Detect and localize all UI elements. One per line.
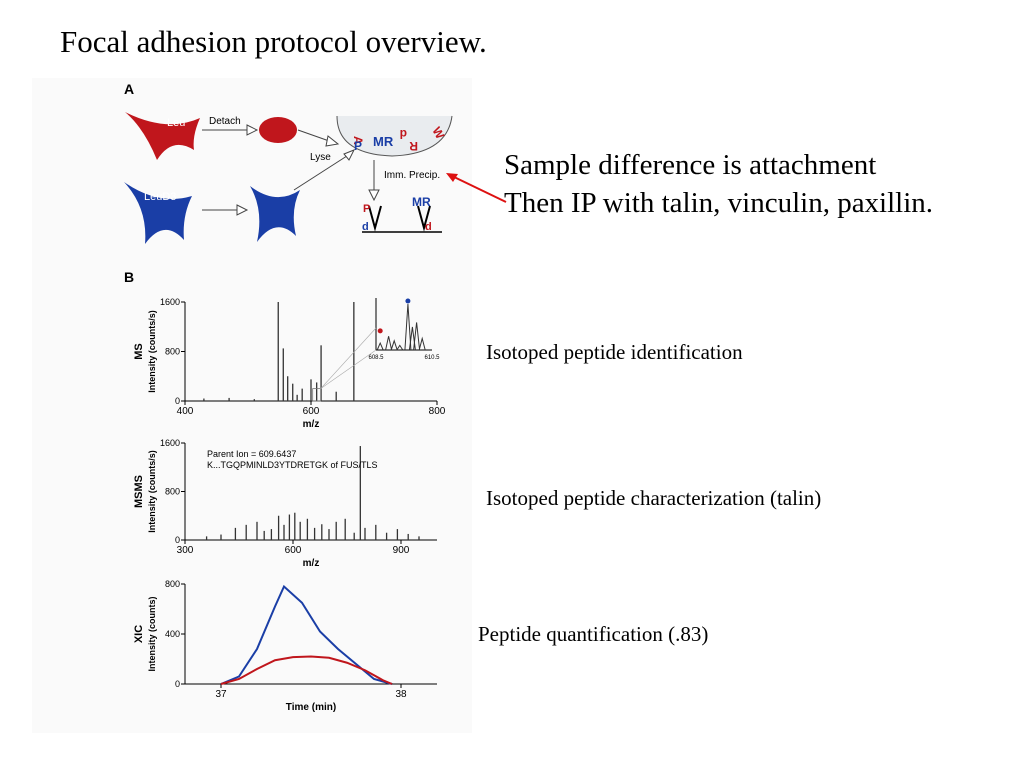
callout-arrow-line — [451, 175, 507, 203]
note-ip: Then IP with talin, vinculin, paxillin. — [504, 187, 934, 219]
xic-y-tick-label: 0 — [175, 679, 180, 689]
precip-label: Imm. Precip. — [384, 170, 440, 181]
protein-glyph-r: R — [409, 139, 418, 153]
xic-series-line-1 — [220, 584, 393, 685]
ms-x-tick-label: 400 — [177, 406, 194, 417]
xic-y-group-label: XIC — [133, 625, 145, 643]
panel-b-letter: B — [124, 269, 134, 285]
figure-panel: A Leu Detach A P MR d R W Lyse LeuD3 — [32, 78, 472, 733]
captured-protein-right-blue: MR — [412, 195, 431, 209]
ms-inset-marker — [377, 328, 383, 334]
ms-y-tick-label: 800 — [165, 347, 180, 357]
ms-y-tick-label: 0 — [175, 396, 180, 406]
ms-inset-peak — [376, 341, 384, 351]
ms-y-group-label: MS — [133, 343, 145, 360]
ms-x-tick-label: 800 — [429, 406, 446, 417]
captured-protein-left-red: P — [363, 203, 370, 215]
ms-inset-connector — [320, 349, 377, 389]
ms-y-tick-label: 1600 — [160, 297, 180, 307]
antibody-left — [368, 205, 382, 232]
protein-glyph-p: P — [354, 139, 362, 153]
leud3-cell-shape — [124, 182, 192, 244]
slide-title: Focal adhesion protocol overview. — [60, 24, 487, 59]
ms-inset-peak — [404, 303, 412, 351]
xic-x-tick-label: 37 — [215, 689, 227, 700]
lyse-label: Lyse — [310, 152, 331, 163]
ms-inset-peak — [396, 344, 404, 351]
ms-inset-source-box — [312, 388, 322, 402]
figure-svg: A Leu Detach A P MR d R W Lyse LeuD3 — [124, 81, 453, 713]
ms-inset-peak — [418, 336, 426, 351]
ms-inset-x-tick-label: 610.5 — [424, 355, 440, 361]
msms-x-tick-label: 600 — [285, 545, 302, 556]
ms-inset-peak — [413, 322, 421, 351]
xic-y-axis-label: Intensity (counts) — [147, 596, 157, 671]
msms-chart: 0 800 1600 300 600 900 m/z Intensity (counts/s)… — [133, 438, 437, 569]
callout-arrow — [446, 173, 507, 203]
msms-y-tick-label: 0 — [175, 535, 180, 545]
callout-arrowhead — [446, 173, 458, 182]
panel-a-letter: A — [124, 81, 134, 97]
leu-cell-label: Leu — [167, 117, 185, 129]
note-msms: Isotoped peptide characterization (talin… — [486, 486, 822, 510]
ms-inset-peak — [390, 339, 398, 351]
lyse-arrowhead-top — [325, 135, 340, 147]
precip-arrowhead — [368, 189, 380, 202]
msms-y-axis-label: Intensity (counts/s) — [147, 450, 157, 533]
note-attachment: Sample difference is attachment — [504, 149, 877, 181]
protein-glyph-mr: MR — [373, 134, 394, 149]
msms-x-tick-label: 900 — [393, 545, 410, 556]
msms-x-tick-label: 300 — [177, 545, 194, 556]
detach-arrowhead — [246, 124, 259, 136]
msms-y-tick-label: 800 — [165, 487, 180, 497]
ms-inset-connector — [320, 327, 377, 389]
ms-inset-peak — [385, 336, 393, 351]
xic-x-tick-label: 38 — [395, 689, 407, 700]
lyse-arrow-top — [297, 129, 333, 143]
ms-x-tick-label: 600 — [303, 406, 320, 417]
lyse-arrow-bottom — [293, 153, 351, 191]
xic-series-line-2 — [220, 655, 393, 685]
ms-y-axis-label: Intensity (counts/s) — [147, 310, 157, 393]
note-xic: Peptide quantification (.83) — [478, 622, 709, 646]
ms-x-axis-label: m/z — [303, 419, 320, 430]
xic-y-tick-label: 800 — [165, 579, 180, 589]
msms-parent-ion-annotation: Parent Ion = 609.6437 — [207, 449, 296, 459]
protein-glyph-d: d — [400, 127, 407, 141]
antibody-right — [417, 205, 431, 232]
xic-y-tick-label: 400 — [165, 629, 180, 639]
captured-protein-left-blue: d — [362, 221, 369, 233]
detached-cell-shape — [259, 117, 297, 143]
msms-y-tick-label: 1600 — [160, 438, 180, 448]
leu-cell-shape — [125, 112, 200, 160]
detach-label: Detach — [209, 116, 241, 127]
lyse-arrowhead-bottom — [343, 149, 356, 161]
note-ms: Isotoped peptide identification — [486, 340, 743, 364]
msms-y-group-label: MSMS — [133, 475, 145, 508]
attached-cell-shape — [250, 186, 300, 242]
attached-arrowhead — [236, 204, 249, 216]
xic-x-axis-label: Time (min) — [286, 702, 336, 713]
msms-x-axis-label: m/z — [303, 558, 320, 569]
ms-inset-marker — [405, 298, 411, 304]
msms-peptide-annotation: K...TGQPMINLD3YTDRETGK of FUS/TLS — [207, 460, 378, 470]
protein-glyph-a: A — [351, 136, 365, 145]
captured-protein-right-red: d — [425, 221, 432, 233]
leud3-cell-label: LeuD3 — [144, 191, 176, 203]
ms-chart: 0 800 1600 400 600 800 m/z Intensity (counts/s)… — [133, 297, 446, 430]
lysate-dish — [336, 115, 453, 157]
ms-inset-x-tick-label: 608.5 — [368, 355, 384, 361]
